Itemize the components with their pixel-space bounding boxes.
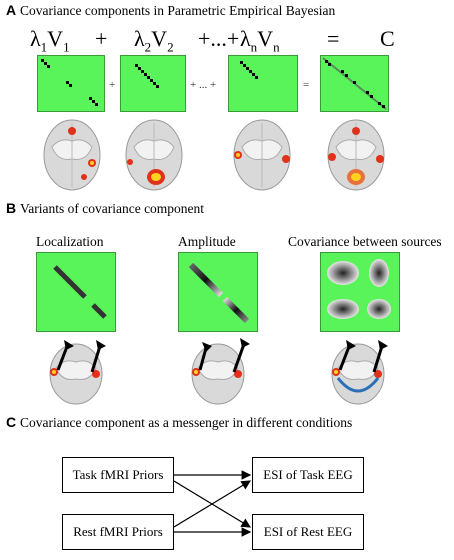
task-fmri-priors-box: Task fMRI Priors (62, 457, 174, 493)
panel-c-title: Covariance component as a messenger in d… (20, 415, 353, 430)
localization-matrix (36, 252, 116, 332)
panel-c-letter: C (6, 414, 17, 430)
formula-result: C (380, 26, 395, 51)
formula-term-1: λ1V1 (30, 26, 70, 55)
panel-a-title: Covariance components in Parametric Empi… (20, 3, 336, 18)
covariance-matrix-v2 (120, 55, 186, 112)
rest-fmri-priors-box: Rest fMRI Priors (62, 514, 174, 550)
covariance-matrix-v1 (37, 55, 105, 112)
panel-b-title: Variants of covariance component (20, 201, 205, 216)
covariance-matrix-c (320, 55, 389, 112)
operator-plus: + (109, 79, 116, 91)
panel-b-letter: B (6, 200, 17, 216)
label-localization: Localization (36, 234, 104, 249)
formula-term-2: λ2V2 (134, 26, 174, 55)
brain-covariance-between-sources (331, 340, 388, 405)
panel-a-letter: A (6, 2, 17, 18)
label-covariance-between-sources: Covariance between sources (288, 234, 442, 249)
panel-c-arrows (174, 470, 252, 537)
brain-localization (49, 340, 106, 405)
brain-map-vn (233, 119, 291, 191)
esi-rest-eeg-box: ESI of Rest EEG (252, 514, 364, 550)
formula-plus-1: + (95, 26, 108, 51)
covariance-matrix-vn (228, 55, 298, 112)
label-amplitude: Amplitude (178, 234, 236, 249)
operator-ellipsis: + ... + (190, 79, 217, 91)
covariance-between-sources-matrix (320, 252, 400, 332)
brain-amplitude (191, 338, 250, 405)
brain-map-v1 (43, 119, 101, 191)
brain-map-v2 (125, 119, 183, 191)
formula-equals: = (327, 26, 340, 51)
formula-term-n: λnVn (240, 26, 280, 55)
arrow-rest-to-task (174, 480, 252, 528)
brain-map-c (327, 119, 385, 191)
amplitude-matrix (178, 252, 258, 332)
esi-task-eeg-box: ESI of Task EEG (252, 457, 364, 493)
operator-equals: = (303, 79, 310, 91)
formula-ellipsis: +...+ (198, 26, 240, 51)
